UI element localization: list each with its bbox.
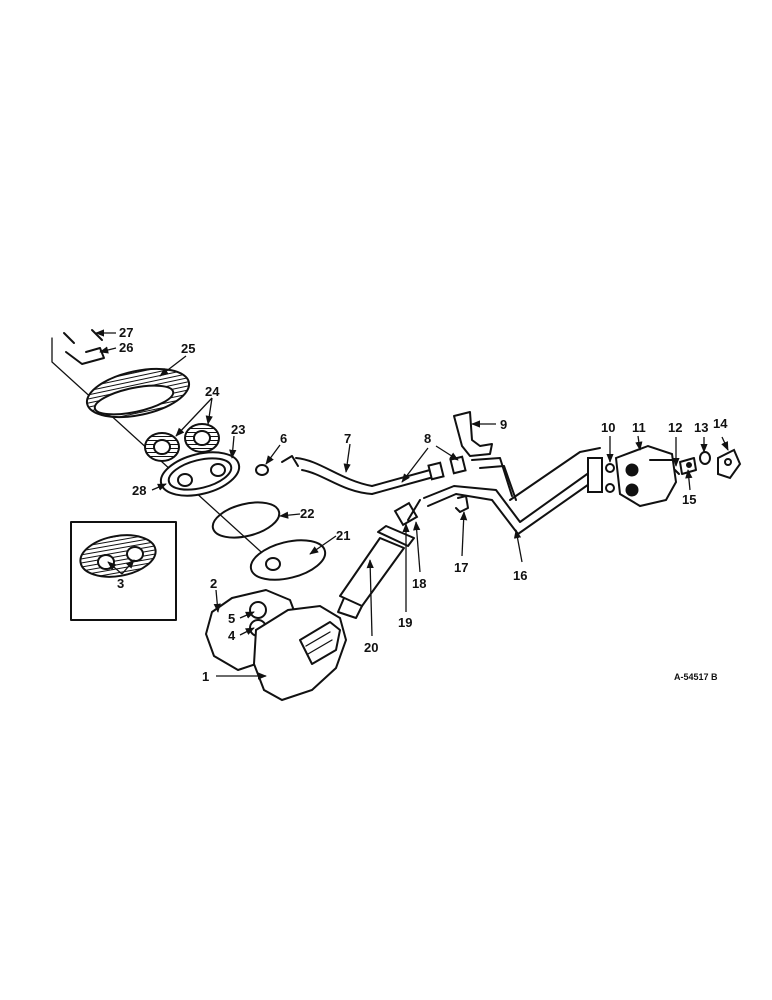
callout-6: 6 [280,431,287,446]
callout-26: 26 [119,340,133,355]
callout-17: 17 [454,560,468,575]
pin-part [674,469,680,475]
callout-11: 11 [632,420,646,435]
callout-3: 3 [117,576,124,591]
callout-21: 21 [336,528,350,543]
bolt-part [63,329,103,344]
callout-20: 20 [364,640,378,655]
filter-cartridges-part [144,423,220,462]
nut-part [699,451,711,465]
drawing-code: A-54517 B [674,672,718,682]
callout-27: 27 [119,325,133,340]
callout-18: 18 [412,576,426,591]
callout-15: 15 [682,492,696,507]
callout-2: 2 [210,576,217,591]
callout-16: 16 [513,568,527,583]
callout-23: 23 [231,422,245,437]
callout-13: 13 [694,420,708,435]
support-bracket-part [453,411,493,457]
callout-labels: 1 2 3 4 5 6 7 8 9 10 11 12 13 14 15 16 1… [117,325,728,684]
callout-28: 28 [132,483,146,498]
bracket-clip-part [65,347,105,365]
callout-19: 19 [398,615,412,630]
callout-4: 4 [228,628,236,643]
callout-10: 10 [601,420,615,435]
tube-assembly-part [371,455,467,495]
drive-gear-part [679,457,697,475]
callout-7: 7 [344,431,351,446]
hose-part [281,455,373,495]
callout-22: 22 [300,506,314,521]
callout-1: 1 [202,669,209,684]
disc-part-5 [249,601,267,619]
callout-9: 9 [500,417,507,432]
connector-tube-part [337,525,415,619]
o-ring-part [255,464,269,476]
tube-clip-part [455,495,469,513]
pump-cover-part [717,448,742,480]
oil-pump-part [614,444,678,508]
callout-12: 12 [668,420,682,435]
callout-5: 5 [228,611,235,626]
cover-plate-part [249,539,327,581]
flange-o-ring-upper [605,463,615,473]
air-cleaner-element-part [85,367,191,419]
hose-fitting-part [393,499,421,527]
callout-8: 8 [424,431,431,446]
gasket-ring-part [211,501,281,539]
replacement-element-box [70,521,177,621]
callout-24: 24 [205,384,220,399]
leader-lines [95,329,729,680]
flange-o-ring-lower [605,483,615,493]
pump-flange-part [587,457,603,493]
callout-25: 25 [181,341,195,356]
filter-housing-part [252,604,348,702]
callout-14: 14 [713,416,728,431]
